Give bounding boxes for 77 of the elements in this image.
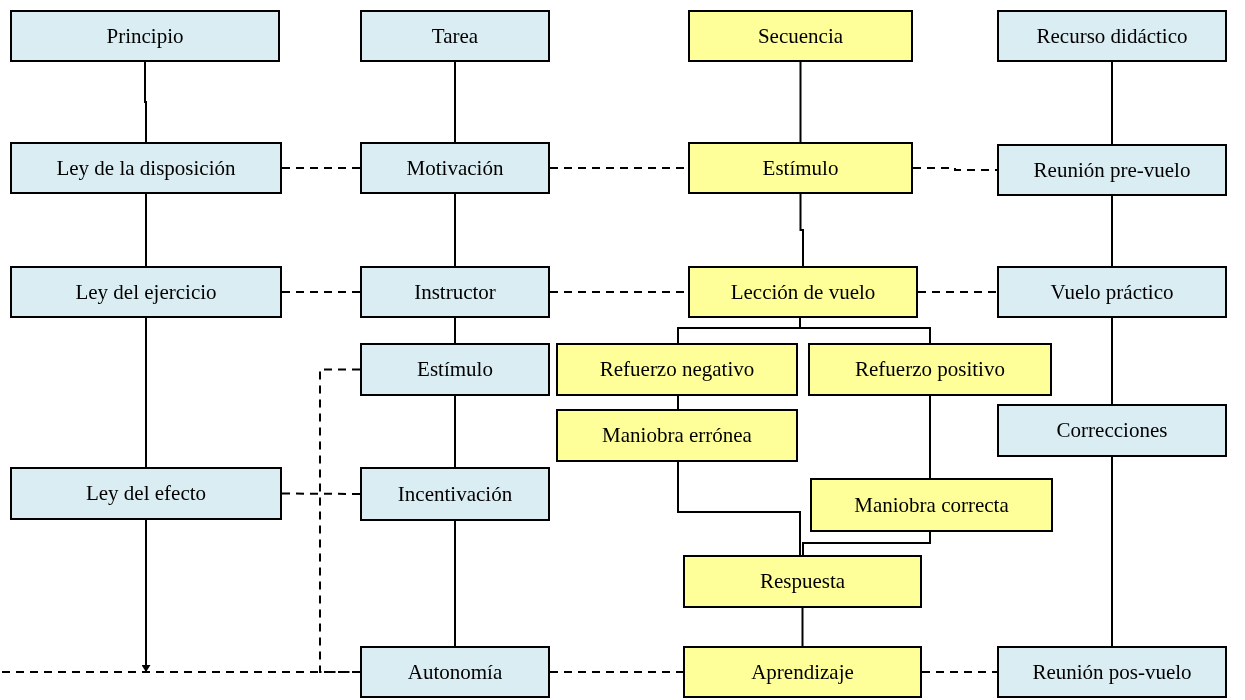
node-label: Maniobra correcta — [854, 492, 1009, 518]
connector — [454, 61, 456, 143]
process-box — [360, 142, 550, 194]
dashed-connector — [319, 368, 361, 673]
process-box — [688, 10, 913, 62]
node-label: Principio — [106, 23, 184, 49]
node-label: Vuelo práctico — [1050, 279, 1174, 305]
node-label: Estímulo — [762, 155, 839, 181]
node-label: Tarea — [431, 23, 479, 49]
process-box — [360, 467, 550, 521]
node-label: Ley de la disposición — [56, 155, 236, 181]
connector — [144, 61, 147, 143]
node-label: Lección de vuelo — [730, 279, 876, 305]
process-box — [360, 646, 550, 698]
connector — [454, 395, 456, 468]
process-box — [688, 142, 913, 194]
arrow — [142, 519, 150, 673]
node-label: Secuencia — [757, 23, 844, 49]
connector — [677, 461, 801, 556]
connector — [1111, 456, 1113, 647]
process-box — [997, 10, 1227, 62]
dashed-connector — [912, 167, 998, 171]
node-label: Correcciones — [1056, 418, 1168, 443]
connector — [929, 395, 931, 479]
connector — [1111, 317, 1113, 405]
dashed-connector — [281, 291, 361, 293]
node-label: Reunión pos-vuelo — [1032, 659, 1192, 685]
process-box — [10, 10, 280, 62]
connector — [454, 520, 456, 647]
node-label: Ley del ejercicio — [75, 279, 217, 305]
process-box — [683, 555, 922, 608]
connector — [801, 607, 804, 647]
process-box — [10, 266, 282, 318]
node-label: Respuesta — [759, 569, 846, 594]
node-label: Reunión pre-vuelo — [1033, 157, 1191, 183]
process-box — [997, 404, 1227, 457]
connector — [1111, 61, 1113, 145]
process-box — [688, 266, 918, 318]
connector — [1111, 195, 1113, 267]
connector — [145, 193, 147, 267]
node-label: Instructor — [414, 279, 496, 305]
process-box — [556, 343, 798, 396]
process-box — [683, 646, 922, 698]
process-box — [360, 343, 550, 396]
process-box — [556, 409, 798, 462]
node-label: Autonomía — [407, 659, 503, 685]
node-label: Maniobra errónea — [602, 423, 752, 448]
process-box — [810, 478, 1053, 532]
node-label: Aprendizaje — [751, 659, 854, 685]
process-box — [360, 10, 550, 62]
dashed-connector — [917, 291, 998, 293]
connector — [799, 193, 804, 267]
process-box — [997, 266, 1227, 318]
connector — [799, 61, 802, 143]
process-box — [997, 646, 1227, 698]
dashed-connector — [549, 671, 684, 673]
node-label: Refuerzo negativo — [599, 357, 755, 382]
connector — [145, 317, 147, 468]
process-box — [360, 266, 550, 318]
process-box — [10, 142, 282, 194]
connector — [454, 193, 456, 267]
node-label: Incentivación — [397, 481, 513, 507]
process-box — [10, 467, 282, 520]
node-label: Motivación — [406, 155, 504, 181]
node-label: Ley del efecto — [85, 481, 207, 506]
node-label: Estímulo — [417, 357, 493, 382]
connector — [802, 531, 931, 556]
node-label: Refuerzo positivo — [855, 357, 1005, 382]
connector — [677, 395, 679, 410]
connector — [454, 317, 456, 344]
dashed-connector — [921, 671, 998, 673]
process-box — [997, 144, 1227, 196]
connector — [799, 317, 931, 344]
dashed-connector — [281, 492, 361, 495]
node-label: Recurso didáctico — [1036, 23, 1188, 49]
dashed-connector — [281, 167, 361, 169]
process-box — [808, 343, 1052, 396]
